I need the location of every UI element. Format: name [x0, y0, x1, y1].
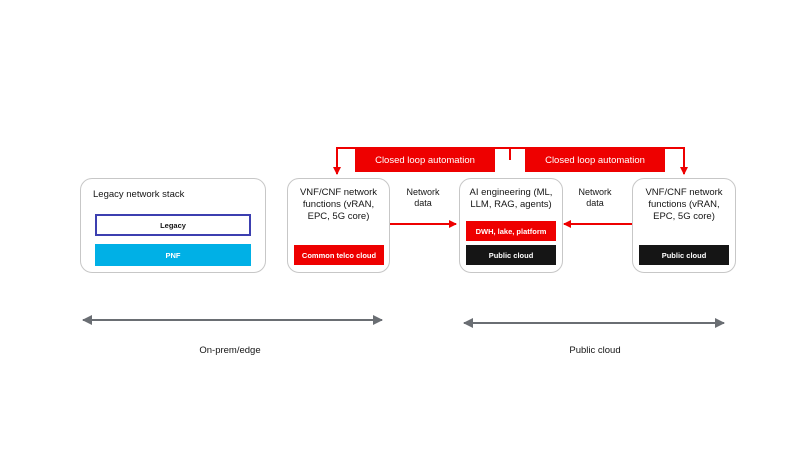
dwh-lake-platform-chip: DWH, lake, platform [466, 221, 556, 241]
pnf-chip: PNF [95, 244, 251, 266]
legacy-network-stack-card: Legacy network stack Legacy PNF [80, 178, 266, 273]
network-data-label-2: Network data [578, 187, 612, 208]
scope-label-cloud: Public cloud [569, 345, 621, 356]
legacy-chip: Legacy [95, 214, 251, 236]
vnf-cnf-cloud-card: VNF/CNF network functions (vRAN, EPC, 5G… [632, 178, 736, 273]
vnf-cnf-onprem-card: VNF/CNF network functions (vRAN, EPC, 5G… [287, 178, 390, 273]
network-data-label-1: Network data [406, 187, 440, 208]
ai-engineering-card: AI engineering (ML, LLM, RAG, agents) DW… [459, 178, 563, 273]
common-telco-cloud-chip: Common telco cloud [294, 245, 384, 265]
public-cloud-chip: Public cloud [639, 245, 729, 265]
card-title: AI engineering (ML, LLM, RAG, agents) [469, 187, 553, 210]
scope-label-onprem: On-prem/edge [199, 345, 261, 356]
card-title: VNF/CNF network functions (vRAN, EPC, 5G… [299, 187, 378, 222]
public-cloud-chip: Public cloud [466, 245, 556, 265]
card-title: Legacy network stack [93, 189, 185, 200]
closed-loop-label-2: Closed loop automation [525, 148, 665, 172]
closed-loop-label-1: Closed loop automation [355, 148, 495, 172]
card-title: VNF/CNF network functions (vRAN, EPC, 5G… [645, 187, 723, 222]
